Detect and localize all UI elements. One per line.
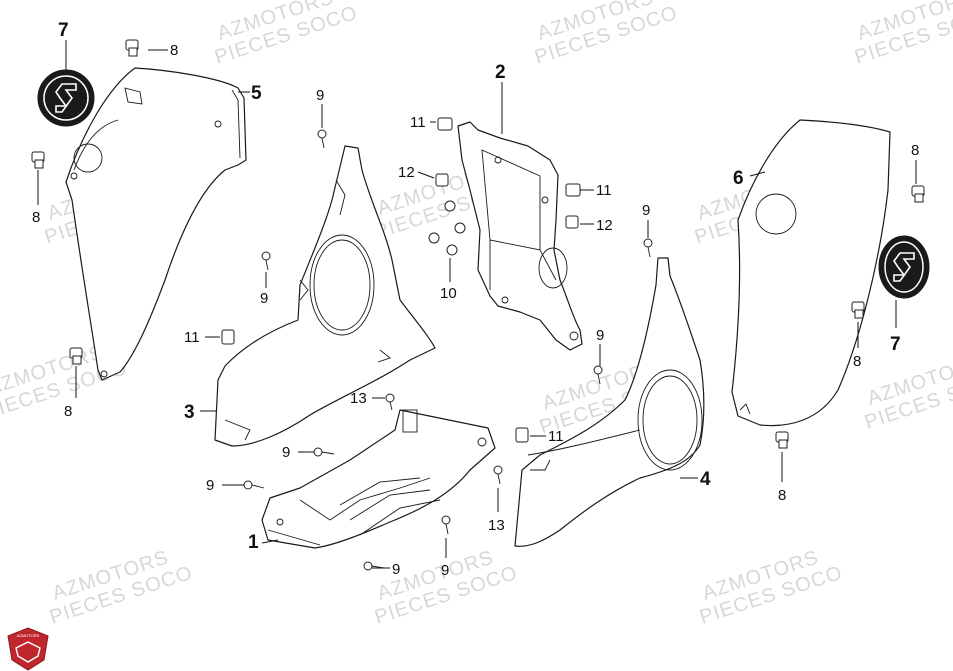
callout-11: 11 [548,428,564,445]
screw-9 [441,515,451,535]
screw-9 [363,561,385,571]
callout-8: 8 [32,209,40,226]
bolt-8 [69,347,83,365]
bolt-8 [851,301,865,319]
callout-9: 9 [260,290,268,307]
callouts: 7 8 5 8 8 9 9 11 3 13 9 9 1 2 11 12 10 1… [32,20,919,579]
clip-11 [565,183,581,197]
screw-9 [593,365,603,385]
clip-11 [515,427,529,443]
bolt-8 [31,151,45,169]
callout-8: 8 [778,487,786,504]
callout-9: 9 [282,444,290,461]
azmotors-logo: AZMOTORS [7,627,49,671]
callout-3: 3 [184,402,195,423]
part-1-lower-tray [261,409,496,549]
callout-12: 12 [398,164,415,181]
screw-9 [261,251,271,271]
callout-9: 9 [392,561,400,578]
screw-9 [317,129,327,149]
callout-9: 9 [316,87,324,104]
nut-12 [435,173,449,187]
part-7-emblem-left [37,69,95,127]
callout-8: 8 [853,353,861,370]
part-4-right-lower-panel [514,257,705,547]
callout-9: 9 [596,327,604,344]
callout-11: 11 [410,114,426,131]
callout-12: 12 [596,217,613,234]
callout-9: 9 [206,477,214,494]
callout-13: 13 [350,390,367,407]
bolt-8 [125,39,139,57]
part-7-emblem-right [878,235,930,299]
logo-text: AZMOTORS [17,633,40,638]
part-3-left-inner-panel [214,145,436,447]
callout-7: 7 [890,334,901,355]
callout-11: 11 [184,329,200,346]
callout-10: 10 [440,285,457,302]
bolt-8 [911,185,925,203]
screw-13 [385,393,395,411]
callout-8: 8 [170,42,178,59]
screw-13 [493,465,503,485]
callout-8: 8 [64,403,72,420]
part-6-right-side-cover [731,119,891,427]
callout-7: 7 [58,20,69,41]
part-2-center-bracket [457,121,583,351]
clip-11 [221,329,235,345]
callout-2: 2 [495,62,506,83]
bolt-8 [775,431,789,449]
nut-12 [565,215,579,229]
callout-11: 11 [596,182,612,199]
leader-lines [37,40,917,569]
callout-1: 1 [248,532,259,553]
callout-4: 4 [700,469,711,490]
bolt-10 [428,200,466,256]
callout-9: 9 [441,562,449,579]
fasteners [31,39,925,571]
part-5-left-side-cover [65,67,247,381]
callout-13: 13 [488,517,505,534]
callout-9: 9 [642,202,650,219]
clip-11 [437,117,453,131]
screw-9 [643,238,653,258]
screw-9 [243,480,265,490]
callout-8: 8 [911,142,919,159]
screw-9 [313,447,335,457]
callout-6: 6 [733,168,744,189]
callout-5: 5 [251,83,262,104]
